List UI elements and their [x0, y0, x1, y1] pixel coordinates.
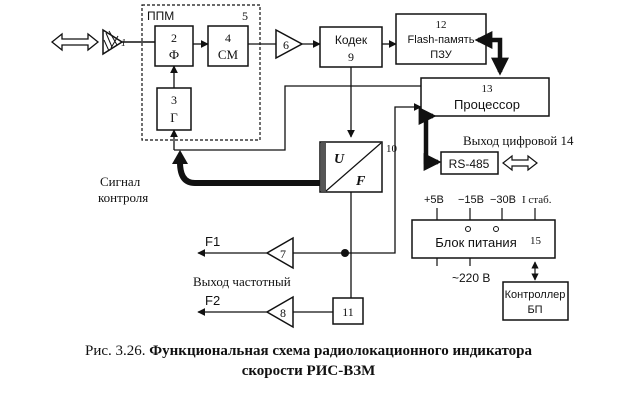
ppm-title: ППМ [147, 9, 174, 23]
control-signal-arrowhead [172, 150, 188, 164]
input-double-arrow [50, 32, 100, 52]
block-15-power-supply: Блок питания 15 [411, 219, 556, 259]
psu-controller-line2: БП [527, 304, 542, 316]
block-10-f: F [355, 174, 366, 189]
block-13-label: Процессор [454, 97, 520, 112]
block-9-codec: Кодек 9 [319, 26, 383, 68]
block-12-number: 12 [436, 19, 447, 31]
block-10-uf-converter: U F 10 [319, 141, 398, 193]
figure-number: Рис. 3.26. [85, 343, 146, 359]
supply-istab-label: I стаб. [522, 194, 552, 206]
bus-rom-processor [474, 31, 509, 76]
block-4-label: СМ [218, 47, 239, 62]
block-13-number: 13 [482, 83, 494, 95]
block-diagram: 1 ППМ 5 2 Ф 3 Г 4 СМ 6 Кодек 9 [50, 4, 574, 329]
figure-caption-line2: скорости РИС-ВЗМ [241, 363, 376, 379]
rs485-double-arrow [502, 154, 538, 172]
block-4-mixer: 4 СМ [207, 25, 249, 67]
control-signal-arrow [177, 161, 320, 186]
figure-title: Функциональная схема радиолокационного и… [149, 343, 532, 359]
frequency-output-label: Выход частотный [193, 274, 291, 289]
psu-terminal-2 [493, 226, 499, 232]
psu-controller-block: Контроллер БП [502, 281, 569, 321]
wire-junction-processor [345, 103, 422, 254]
block-10-diagonal [325, 142, 382, 192]
svg-text:1: 1 [121, 38, 126, 49]
psu-controller-line1: Контроллер [505, 289, 566, 301]
rs485-port: RS-485 [440, 151, 499, 175]
block-7-number: 7 [280, 247, 286, 261]
bus-processor-rs485 [418, 107, 442, 171]
block-2-label: Ф [169, 47, 179, 62]
supply-minus15-label: −15В [458, 194, 484, 206]
block-10-number: 10 [386, 143, 398, 155]
block-11-divider: 11 [332, 297, 364, 325]
supply-plus5-label: +5В [424, 194, 444, 206]
block-12-line1: Flash-память [408, 34, 475, 46]
psu-number: 15 [530, 235, 542, 247]
control-signal-label-1: Сигнал [100, 174, 141, 189]
block-13-processor: 13 Процессор [420, 77, 550, 117]
block-12-flash-rom: 12 Flash-память ПЗУ [395, 13, 487, 65]
figure-caption-line1: Рис. 3.26. Функциональная схема радиолок… [0, 343, 617, 360]
supply-minus30-label: −30В [490, 194, 516, 206]
block-11-number: 11 [342, 305, 354, 319]
block-8-number: 8 [280, 306, 286, 320]
wire-control [174, 85, 421, 151]
output-f2-label: F2 [205, 293, 220, 308]
control-signal-label-2: контроля [98, 190, 148, 205]
mains-label: ~220 В [452, 271, 490, 285]
ppm-module-frame: ППМ 5 [141, 4, 261, 141]
block-3-label: Г [170, 110, 178, 125]
block-8-amplifier: 8 [265, 295, 294, 329]
block-1-antenna: 1 [102, 28, 126, 56]
block-10-u: U [334, 152, 345, 167]
block-6-number: 6 [283, 38, 289, 52]
output-f1-label: F1 [205, 234, 220, 249]
block-7-amplifier: 7 [265, 236, 294, 270]
block-2-number: 2 [171, 31, 177, 45]
digital-output-label: Выход цифровой 14 [463, 133, 574, 148]
block-4-number: 4 [225, 31, 231, 45]
psu-terminal-1 [465, 226, 471, 232]
psu-label: Блок питания [435, 235, 516, 250]
block-12-line2: ПЗУ [430, 49, 452, 61]
block-9-number: 9 [348, 50, 354, 64]
block-9-label: Кодек [335, 33, 368, 47]
block-2-filter: 2 Ф [154, 25, 194, 67]
block-6-amplifier: 6 [275, 28, 304, 60]
block-3-number: 3 [171, 93, 177, 107]
rs485-label: RS-485 [449, 157, 490, 171]
block-3-generator: 3 Г [156, 87, 192, 131]
block-10-hatch [321, 143, 326, 191]
ppm-number: 5 [242, 9, 248, 23]
